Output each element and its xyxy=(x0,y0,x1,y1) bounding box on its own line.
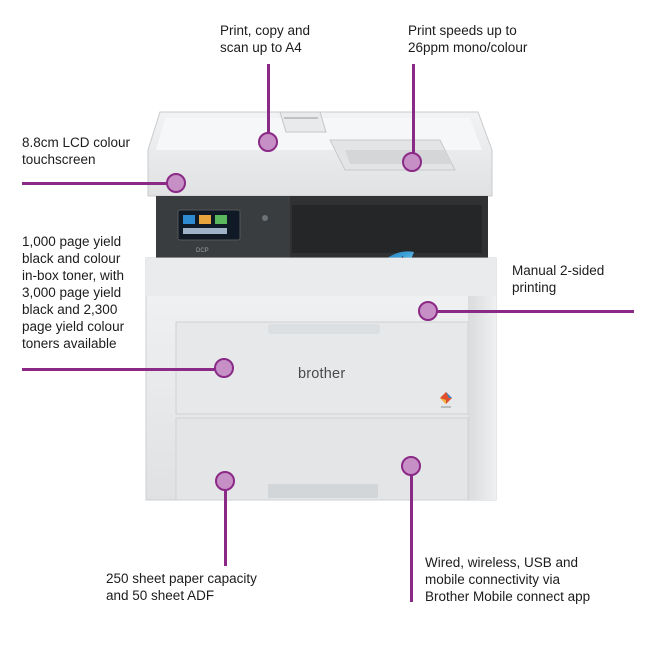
callout-dot-toner xyxy=(214,358,234,378)
callout-line-connectivity xyxy=(410,466,413,602)
callout-dot-scan xyxy=(258,132,278,152)
feature-paper-capacity: 250 sheet paper capacity and 50 sheet AD… xyxy=(106,571,257,603)
panel-logo: DCP xyxy=(196,248,209,254)
callout-dot-paper xyxy=(215,471,235,491)
callout-dot-lcd xyxy=(166,173,186,193)
feature-manual-duplex: Manual 2-sided printing xyxy=(512,263,605,295)
callout-line-toner xyxy=(22,368,220,371)
callout-line-speed xyxy=(412,64,415,158)
scanner-top xyxy=(147,111,493,197)
brand-logo: brother xyxy=(298,366,346,382)
printer-body xyxy=(145,257,497,501)
feature-toner-yield: 1,000 page yield black and colour in-box… xyxy=(22,234,125,351)
callout-line-paper xyxy=(224,482,227,566)
callout-dot-speed xyxy=(402,152,422,172)
feature-connectivity: Wired, wireless, USB and mobile connecti… xyxy=(425,555,591,604)
callout-dot-connectivity xyxy=(401,456,421,476)
callout-line-duplex xyxy=(430,310,634,313)
callout-line-scan xyxy=(267,64,270,136)
control-panel: DCP xyxy=(156,196,488,258)
callout-dot-duplex xyxy=(418,301,438,321)
feature-lcd-touchscreen: 8.8cm LCD colour touchscreen xyxy=(22,135,131,167)
callout-line-lcd xyxy=(22,182,174,185)
color-logo-icon xyxy=(440,392,452,408)
feature-print-speeds: Print speeds up to 26ppm mono/colour xyxy=(408,23,528,55)
feature-print-copy-scan: Print, copy and scan up to A4 xyxy=(220,23,311,55)
